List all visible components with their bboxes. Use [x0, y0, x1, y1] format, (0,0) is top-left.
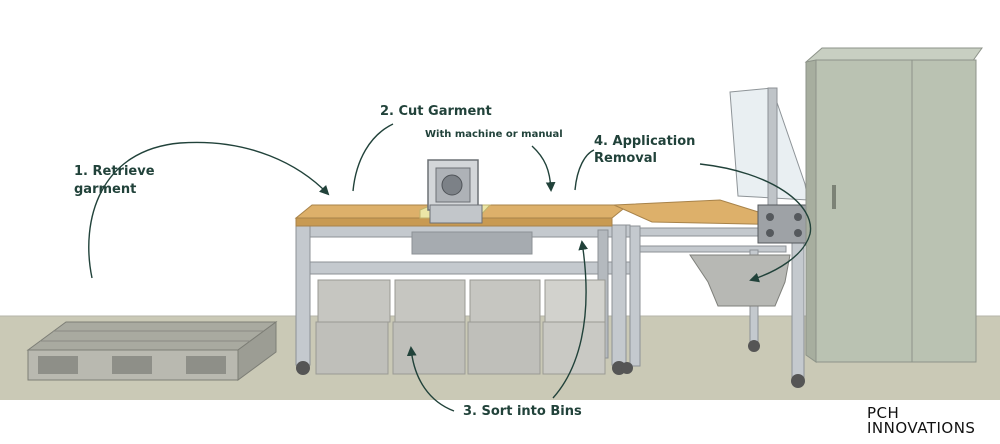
annotation-arrows: [88, 123, 812, 412]
brand-line-2: INNOVATIONS: [867, 419, 976, 437]
step-3-label: 3. Sort into Bins: [463, 404, 582, 419]
arrow-sort-up: [552, 240, 589, 399]
arrow-application: [574, 149, 595, 191]
arrow-retrieve: [88, 141, 330, 279]
sorting-bins: [315, 279, 606, 375]
application-removal-station: [613, 87, 811, 388]
brand-logo: PCH INNOVATIONS: [867, 406, 975, 436]
arrow-sort-down: [406, 346, 455, 412]
arrow-removal: [699, 163, 812, 283]
step-4-label: 4. Application Removal: [594, 134, 696, 166]
step-2-sublabel: With machine or manual: [425, 129, 563, 140]
cutting-machine: [427, 159, 483, 224]
brand-line-1: PCH: [867, 404, 900, 422]
pallet: [26, 321, 278, 381]
arrow-cut-left: [352, 123, 394, 192]
step-1-label: 1. Retrieve garment: [74, 164, 155, 197]
step-2-label: 2. Cut Garment: [380, 104, 492, 119]
storage-cabinet: [804, 47, 983, 363]
arrow-cut-right: [531, 145, 556, 192]
